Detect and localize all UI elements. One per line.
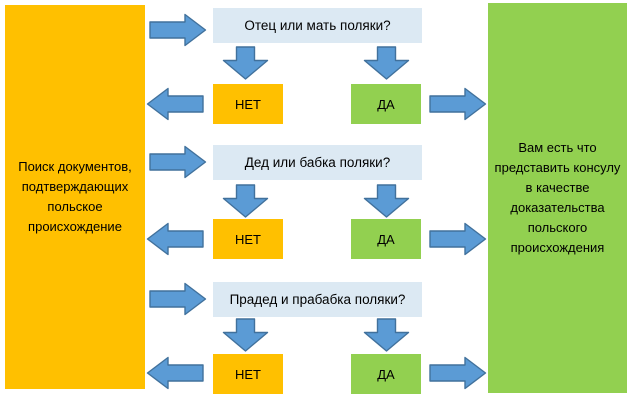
yes-label: ДА (377, 231, 395, 247)
block-arrow-right-icon (429, 222, 487, 256)
yes-label: ДА (377, 96, 395, 112)
no-box: НЕТ (213, 354, 283, 394)
right-result-text: Вам есть что представить консулу в качес… (494, 140, 621, 255)
block-arrow-right-icon (429, 87, 487, 121)
no-label: НЕТ (235, 231, 261, 247)
question-box-great-grandparents: Прадед и прабабка поляки? (213, 282, 422, 317)
block-arrow-down-icon (222, 318, 269, 352)
yes-box: ДА (351, 84, 421, 124)
yes-label: ДА (377, 366, 395, 382)
question-text: Дед или бабка поляки? (244, 155, 391, 170)
question-box-parents: Отец или мать поляки? (213, 8, 422, 43)
no-label: НЕТ (235, 366, 261, 382)
block-arrow-down-icon (363, 318, 410, 352)
block-arrow-right-icon (149, 145, 207, 179)
block-arrow-down-icon (363, 184, 410, 218)
result-box-search-documents: Поиск документов, подтверждающих польско… (5, 5, 145, 389)
block-arrow-down-icon (222, 184, 269, 218)
no-label: НЕТ (235, 96, 261, 112)
yes-box: ДА (351, 354, 421, 394)
block-arrow-right-icon (149, 282, 207, 316)
block-arrow-left-icon (146, 87, 204, 121)
question-text: Прадед и прабабка поляки? (229, 292, 406, 307)
block-arrow-left-icon (146, 222, 204, 256)
no-box: НЕТ (213, 84, 283, 124)
no-box: НЕТ (213, 219, 283, 259)
block-arrow-right-icon (429, 356, 487, 390)
block-arrow-left-icon (146, 356, 204, 390)
block-arrow-right-icon (149, 13, 207, 47)
block-arrow-down-icon (222, 46, 269, 80)
question-text: Отец или мать поляки? (244, 18, 391, 33)
result-box-consul-evidence: Вам есть что представить консулу в качес… (488, 3, 627, 393)
yes-box: ДА (351, 219, 421, 259)
question-box-grandparents: Дед или бабка поляки? (213, 145, 422, 180)
left-result-text: Поиск документов, подтверждающих польско… (18, 159, 132, 234)
block-arrow-down-icon (363, 46, 410, 80)
